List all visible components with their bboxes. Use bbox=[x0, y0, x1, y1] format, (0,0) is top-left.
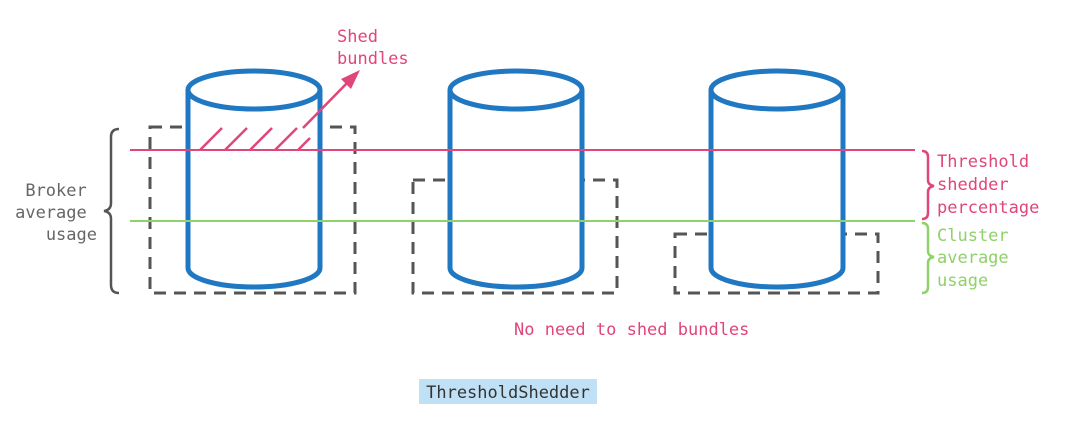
caption-title: ThresholdShedder bbox=[426, 383, 590, 403]
no-need-to-shed-label: No need to shed bundles bbox=[514, 320, 749, 340]
broker-cylinder-3 bbox=[708, 68, 846, 290]
threshold-bracket bbox=[921, 149, 935, 221]
caption-highlight bbox=[419, 379, 597, 404]
shed-bundles-label: Shed bundles bbox=[337, 27, 409, 69]
cluster-average-usage-label: Cluster average usage bbox=[937, 226, 1019, 291]
broker-average-bracket bbox=[103, 127, 120, 295]
threshold-shedder-percentage-label: Threshold shedder percentage bbox=[937, 152, 1039, 218]
broker-cylinder-1 bbox=[185, 68, 323, 290]
broker-cylinder-2 bbox=[447, 68, 585, 290]
shed-hatch-area bbox=[199, 127, 311, 151]
shed-arrow bbox=[302, 70, 360, 129]
cluster-bracket bbox=[921, 221, 935, 295]
broker-average-usage-label: Broker average usage bbox=[15, 181, 97, 245]
